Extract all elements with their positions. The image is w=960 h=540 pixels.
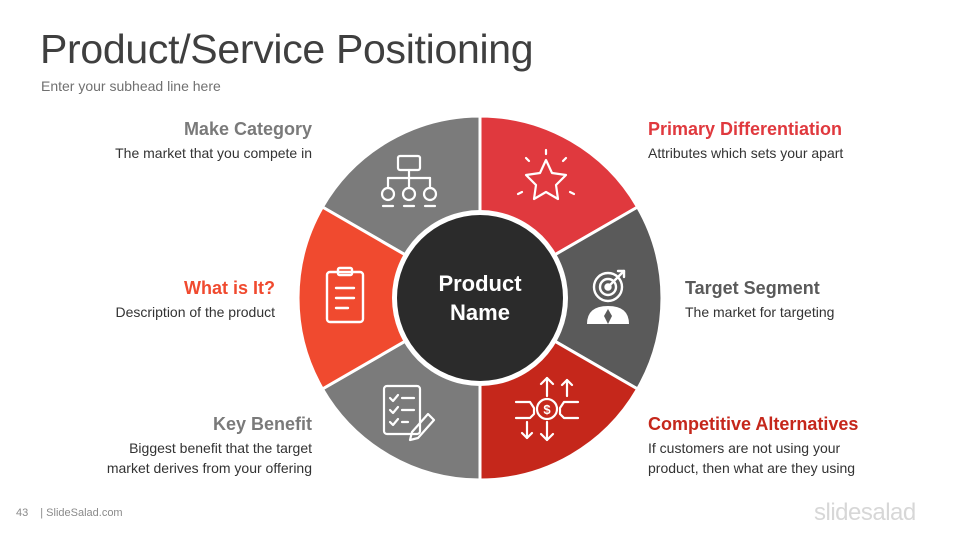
competitive-alternatives-desc-line2: product, then what are they using <box>648 460 856 476</box>
segment-target-segment <box>477 204 664 392</box>
key-benefit-desc-line2: market derives from your offering <box>106 460 312 476</box>
exchange-icon: $ <box>514 376 580 442</box>
center-label-line1: Product <box>438 271 522 296</box>
checklist-icon <box>382 384 436 442</box>
item-primary-differentiation: Primary Differentiation Attributes which… <box>648 118 948 163</box>
star-icon <box>516 148 576 201</box>
key-benefit-heading: Key Benefit <box>212 414 312 434</box>
competitive-alternatives-heading: Competitive Alternatives <box>648 414 859 434</box>
center-circle <box>397 215 563 381</box>
what-is-it-heading: What is It? <box>184 278 275 298</box>
item-competitive-alternatives: Competitive Alternatives If customers ar… <box>648 413 948 478</box>
svg-text:$: $ <box>543 402 551 417</box>
sitemap-icon <box>380 154 438 208</box>
primary-differentiation-heading: Primary Differentiation <box>648 119 843 139</box>
page-subhead: Enter your subhead line here <box>41 78 221 94</box>
brand-logo: slidesalad <box>814 499 916 526</box>
footer: 43 | SlideSalad.com <box>16 507 123 519</box>
item-what-is-it: What is It? Description of the product <box>0 277 275 322</box>
footer-site: | SlideSalad.com <box>40 507 123 519</box>
key-benefit-desc-line1: Biggest benefit that the target <box>129 440 312 456</box>
page-number: 43 <box>16 507 29 519</box>
competitive-alternatives-desc-line1: If customers are not using your <box>648 440 841 456</box>
segment-what-is-it <box>296 204 483 392</box>
center-label-line2: Name <box>450 300 510 325</box>
target-person-icon <box>587 269 629 324</box>
clipboard-icon <box>325 266 365 324</box>
make-category-desc: The market that you compete in <box>115 145 312 161</box>
item-target-segment: Target Segment The market for targeting <box>685 277 960 322</box>
primary-differentiation-desc: Attributes which sets your apart <box>648 145 844 161</box>
target-segment-heading: Target Segment <box>685 278 820 298</box>
target-segment-desc: The market for targeting <box>685 304 835 320</box>
item-make-category: Make Category The market that you compet… <box>12 118 312 163</box>
make-category-heading: Make Category <box>183 119 312 139</box>
item-key-benefit: Key Benefit Biggest benefit that the tar… <box>12 413 312 478</box>
what-is-it-desc: Description of the product <box>115 304 275 320</box>
page-title: Product/Service Positioning <box>40 26 534 72</box>
